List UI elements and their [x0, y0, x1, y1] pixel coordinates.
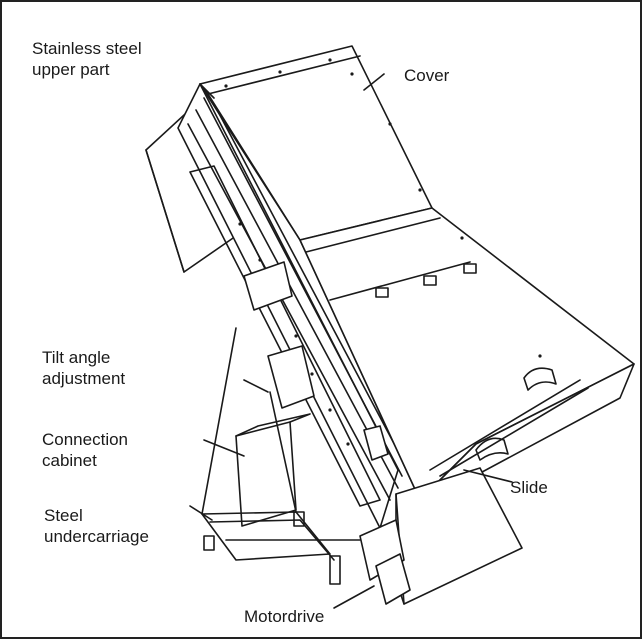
hinge-1 — [375, 287, 389, 298]
slide-strip-1 — [429, 379, 581, 471]
slide-strip-2 — [439, 387, 589, 477]
outlet-box — [395, 467, 523, 605]
foot-3 — [329, 555, 341, 585]
foot-1 — [203, 535, 215, 551]
leader-cover — [363, 73, 385, 91]
leader-cabinet — [203, 439, 245, 457]
rail-line-4 — [213, 103, 409, 471]
undercarriage-leg-center — [269, 391, 297, 513]
label-cover: Cover — [404, 66, 450, 85]
foot-2 — [293, 511, 305, 527]
leader-motor — [333, 585, 375, 609]
handle-upper — [523, 367, 557, 391]
undercarriage-rail — [209, 519, 335, 561]
rail-line-1 — [187, 123, 391, 501]
label-motordrive: Motordrive — [244, 607, 325, 626]
bracket-upper — [243, 261, 293, 311]
leader-tilt — [243, 379, 269, 393]
tilt-plate — [267, 345, 315, 409]
cabinet-top — [235, 413, 311, 437]
label-slide: Slide — [510, 478, 548, 497]
motor-drive-cylinder — [375, 553, 411, 605]
left-hopper-front — [145, 149, 185, 273]
label-connection-cabinet: Connection cabinet — [42, 430, 129, 470]
rail-line-3 — [203, 97, 403, 477]
label-stainless-upper: Stainless steel upper part — [32, 39, 142, 79]
hinge-3 — [463, 263, 477, 274]
leader-slide — [463, 469, 513, 483]
hinge-2 — [423, 275, 437, 286]
undercarriage-base — [201, 511, 331, 561]
rail-line-2 — [195, 109, 399, 489]
label-steel-undercarriage: Steel undercarriage — [44, 506, 149, 546]
handle-lower — [475, 437, 509, 461]
leader-steel — [189, 505, 213, 521]
label-tilt-angle: Tilt angle adjustment — [42, 348, 126, 388]
cover-seam-2 — [329, 261, 471, 301]
cover-seam — [305, 217, 441, 253]
undercarriage-leg-left — [201, 327, 237, 515]
leader-upper — [199, 83, 215, 99]
rivets — [224, 58, 542, 446]
bracket-lower — [363, 425, 389, 461]
